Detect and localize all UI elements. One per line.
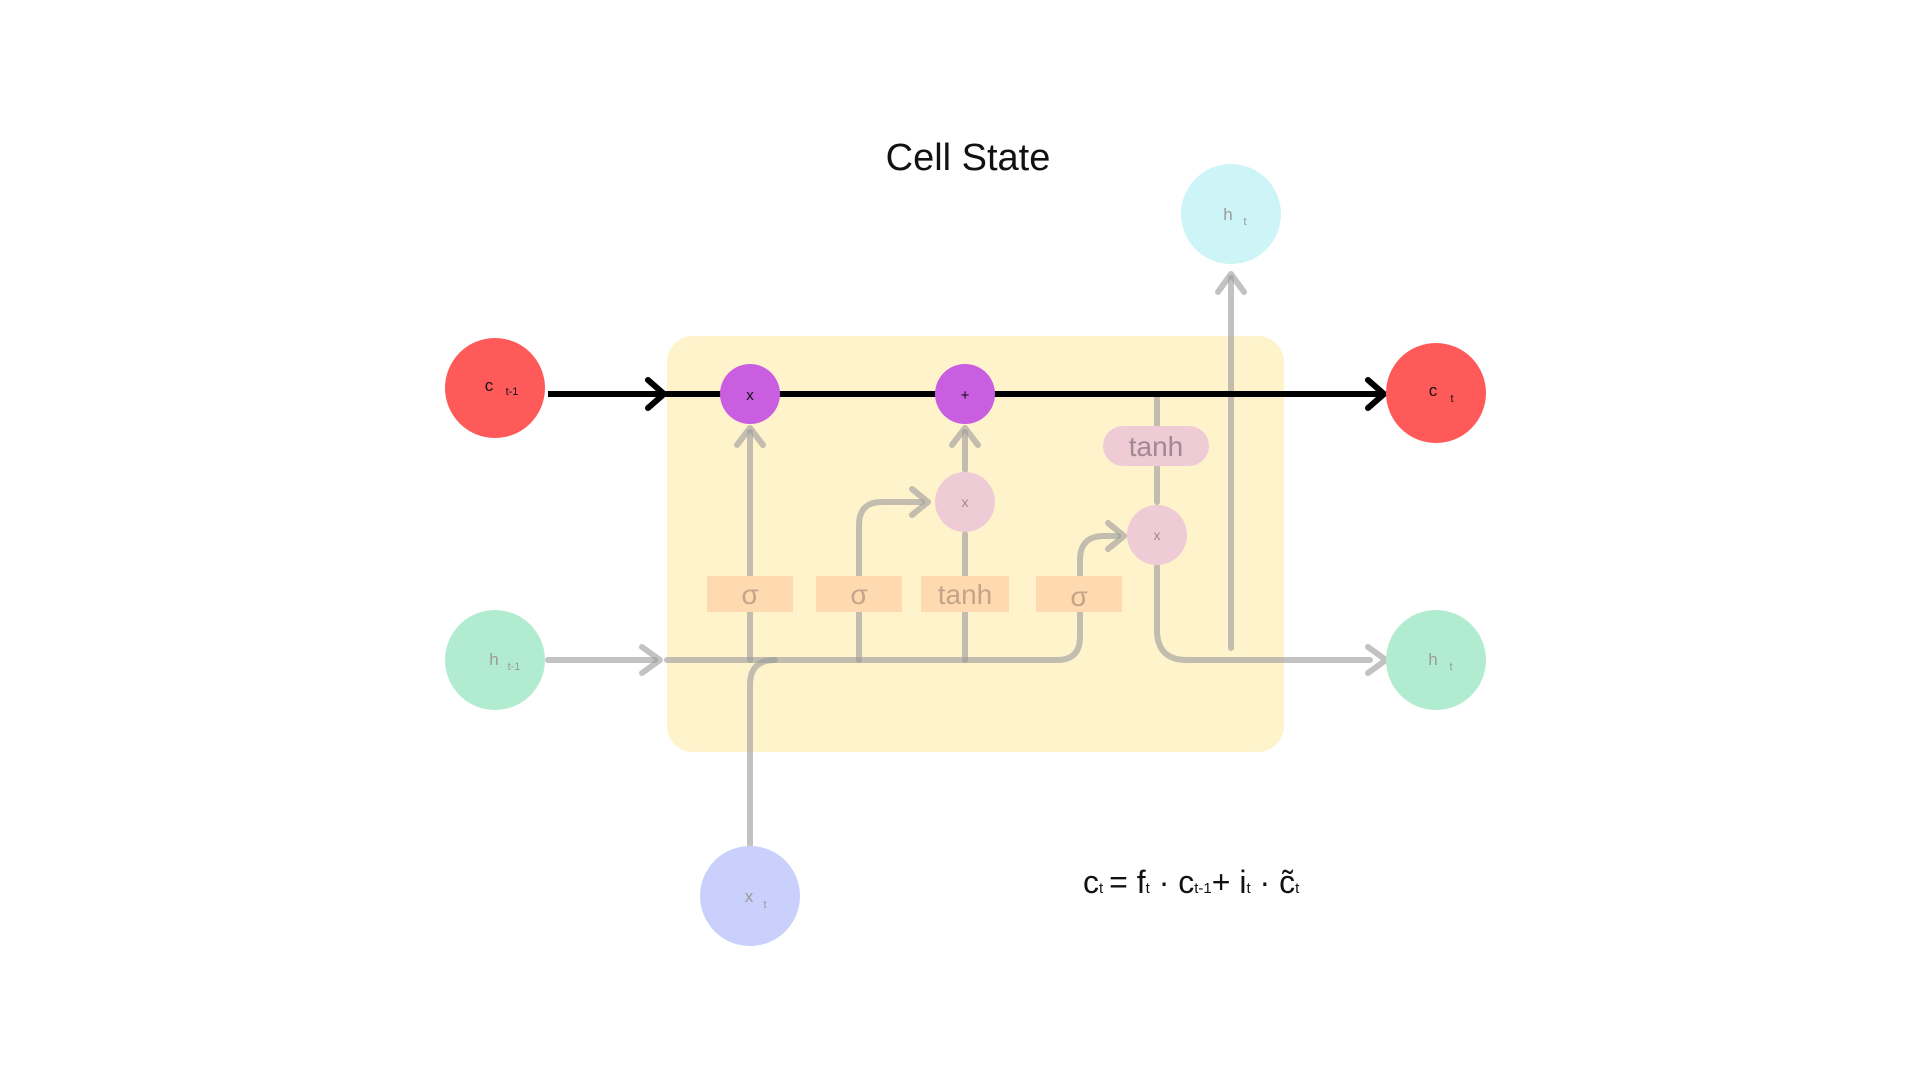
- cell-tanh-label: tanh: [1129, 431, 1184, 462]
- eq-equals: =: [1109, 864, 1137, 900]
- eq-i: i: [1239, 864, 1246, 900]
- forget-gate-label: σ: [741, 579, 758, 610]
- node-c-next-main: c: [1429, 381, 1438, 400]
- forget-gate-box: [707, 576, 793, 612]
- node-h-prev: h t-1: [445, 610, 545, 710]
- node-h-next-main: h: [1428, 650, 1437, 669]
- candidate-gate-label: tanh: [938, 579, 993, 610]
- cell-state-equation: ct= ft · ct-1+ it · c̃t: [1083, 864, 1300, 900]
- input-gate-line: [856, 499, 925, 663]
- x-input-path: [747, 657, 778, 848]
- input-gate-label: σ: [850, 579, 867, 610]
- node-x-in: x t: [700, 846, 800, 946]
- node-h-out: h t: [1181, 164, 1281, 264]
- eq-ctilde: c̃: [1279, 864, 1295, 900]
- node-h-out-main: h: [1223, 205, 1232, 224]
- eq-plus: +: [1212, 864, 1240, 900]
- output-gate-box: [1036, 576, 1122, 612]
- input-gate-box: [816, 576, 902, 612]
- node-x-in-sub: t: [763, 899, 766, 911]
- eq-c2: c: [1178, 864, 1194, 900]
- gates: σ σ tanh σ: [707, 576, 1122, 612]
- add-operator: [935, 364, 995, 424]
- output-gate-arrow-head: [1105, 520, 1127, 552]
- node-c-prev-sub: t-1: [506, 386, 519, 398]
- output-multiply-line: [1154, 563, 1373, 663]
- node-c-next-sub: t: [1450, 393, 1453, 405]
- output-multiply-symbol: x: [1154, 527, 1161, 543]
- eq-c-sub: t: [1099, 880, 1104, 897]
- node-h-next: h t: [1386, 610, 1486, 710]
- eq-dot-2: ·: [1251, 864, 1279, 900]
- node-c-next: c t: [1386, 343, 1486, 443]
- add-arrow-head: [949, 425, 981, 448]
- node-h-prev-sub: t-1: [508, 661, 521, 673]
- cell-state-entry-arrow-head: [645, 377, 667, 411]
- input-gate-arrow-head: [909, 486, 931, 518]
- h-out-arrow-head: [1215, 271, 1247, 295]
- input-multiply-symbol: x: [962, 494, 969, 510]
- eq-i-sub: t: [1246, 880, 1251, 897]
- eq-c: c: [1083, 864, 1099, 900]
- eq-c2-sub: t-1: [1194, 880, 1212, 897]
- cell-state-exit-arrow-head: [1365, 377, 1387, 411]
- diagram-title: Cell State: [886, 137, 1051, 179]
- candidate-gate-box: [921, 576, 1009, 612]
- eq-f: f: [1137, 864, 1146, 900]
- node-h-prev-main: h: [489, 650, 498, 669]
- forget-gate-arrow-head: [734, 425, 766, 448]
- eq-f-sub: t: [1146, 880, 1151, 897]
- node-h-next-sub: t: [1449, 661, 1452, 673]
- output-multiply-operator: [1127, 505, 1187, 565]
- add-symbol: +: [961, 387, 970, 404]
- node-c-prev: c t-1: [445, 338, 545, 438]
- h-prev-arrow-head: [639, 644, 663, 676]
- output-gate-label: σ: [1070, 581, 1087, 612]
- eq-ctilde-sub: t: [1295, 880, 1300, 897]
- forget-multiply-operator: [720, 364, 780, 424]
- eq-dot-1: ·: [1150, 864, 1178, 900]
- node-c-prev-main: c: [485, 376, 494, 395]
- node-h-out-sub: t: [1243, 216, 1246, 228]
- input-multiply-operator: [935, 472, 995, 532]
- node-x-in-main: x: [745, 887, 754, 906]
- forget-multiply-symbol: x: [746, 387, 754, 404]
- cell-tanh-pill: [1103, 426, 1209, 466]
